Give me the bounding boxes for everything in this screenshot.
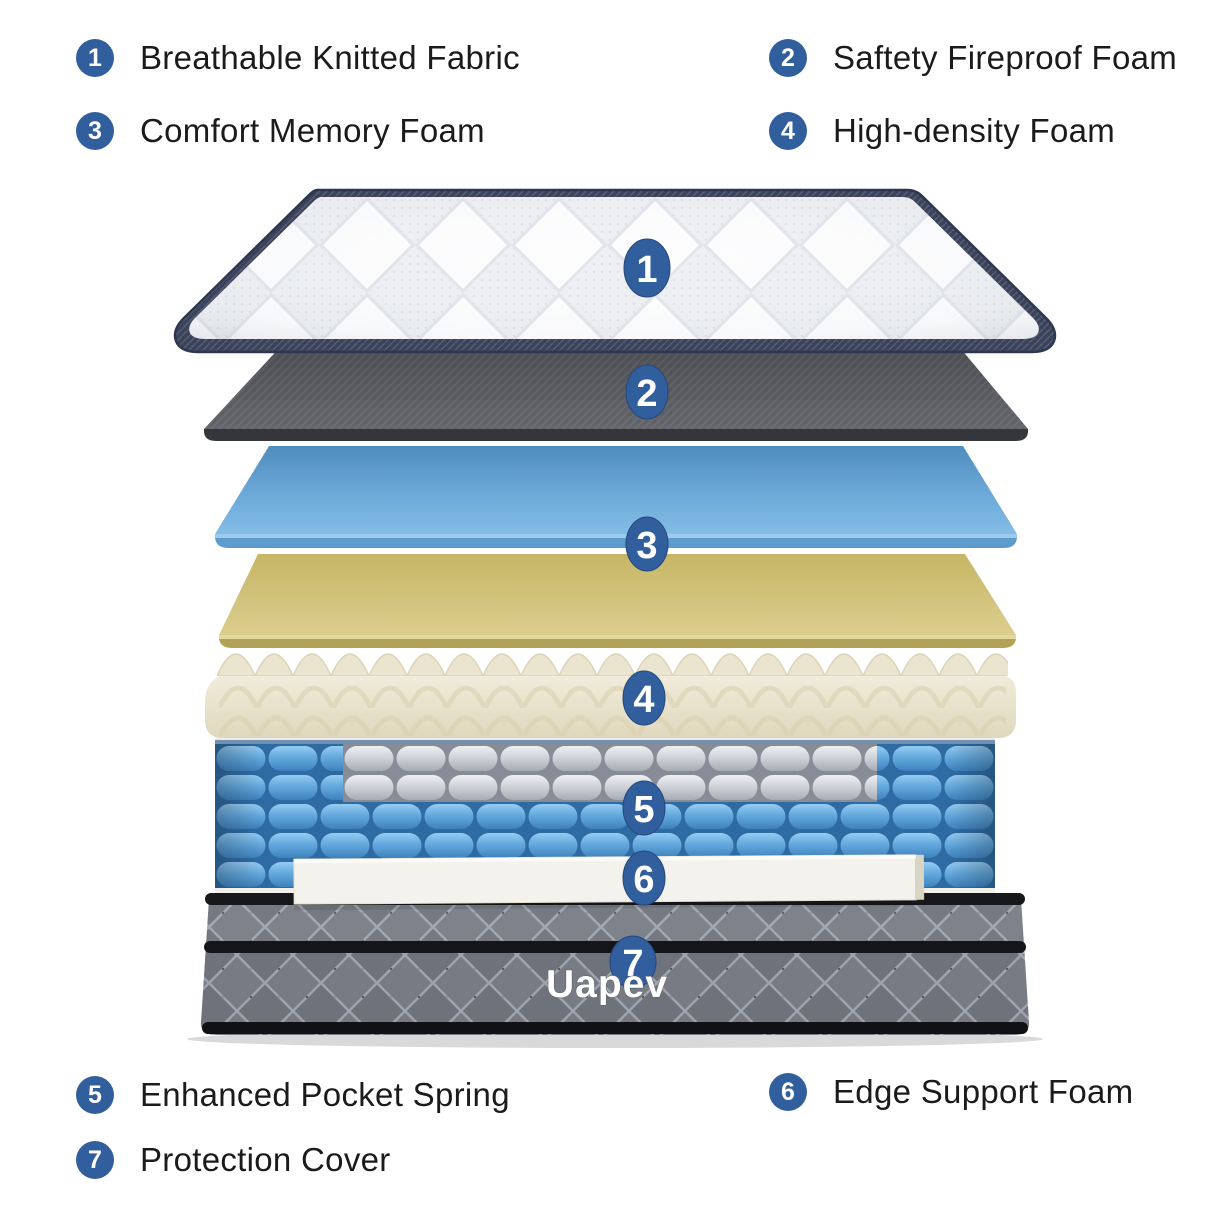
layer-number-badges: 1 2 3 4 5 6 7	[609, 238, 671, 989]
layer-5-badge	[622, 780, 666, 836]
layer-7-badge	[609, 935, 657, 989]
blue-foam-top	[215, 446, 1017, 534]
layer-6-badge	[622, 850, 666, 906]
yellow-foam-top	[219, 554, 1016, 635]
layer-4-high-density-foam	[218, 554, 1017, 648]
callout-7-label: Protection Cover	[140, 1141, 391, 1178]
callout-6-label: Edge Support Foam	[833, 1073, 1134, 1110]
callout-4-number-badge: 4	[769, 112, 807, 150]
callout-1-label: Breathable Knitted Fabric	[140, 39, 520, 76]
layer-2-fireproof-foam	[203, 343, 1029, 441]
layer-3-comfort-memory-foam	[214, 446, 1018, 548]
callout-1-number-badge: 1	[76, 39, 114, 77]
callout-3-label: Comfort Memory Foam	[140, 112, 485, 149]
callout-breathable-knitted-fabric: 1 Breathable Knitted Fabric	[76, 39, 520, 77]
layer-4-badge-number: 4	[633, 679, 654, 721]
layer-4-badge	[622, 670, 666, 726]
callout-6-number-badge: 6	[769, 1073, 807, 1111]
layer-5-badge-number: 5	[633, 789, 654, 831]
layer-1-badge-number: 1	[636, 249, 657, 291]
cover-bottom-piping	[202, 1022, 1028, 1034]
callout-enhanced-pocket-spring: 5 Enhanced Pocket Spring	[76, 1076, 510, 1114]
layer-2-badge	[625, 364, 669, 420]
layer-6-badge-number: 6	[633, 859, 654, 901]
callout-4-label: High-density Foam	[833, 112, 1116, 149]
spring-coils-gray-zone	[343, 744, 877, 802]
brand-logo: Uapev	[546, 963, 668, 1006]
layer-7-badge-number: 7	[622, 943, 643, 985]
layer-6-edge-support-foam	[293, 854, 925, 911]
layer-3-badge-number: 3	[636, 525, 657, 567]
layer-2-badge-number: 2	[636, 373, 657, 415]
callout-2-label: Saftety Fireproof Foam	[833, 39, 1178, 76]
layer-3-badge	[625, 516, 669, 572]
egg-crate-foam	[205, 648, 1016, 744]
layer-1-breathable-knitted-fabric	[173, 188, 1057, 354]
callout-3-number-badge: 3	[76, 112, 114, 150]
callout-7-number-badge: 7	[76, 1141, 114, 1179]
callout-fireproof-foam: 2 Saftety Fireproof Foam	[769, 39, 1177, 77]
callout-5-number-badge: 5	[76, 1076, 114, 1114]
callout-5-label: Enhanced Pocket Spring	[140, 1076, 510, 1113]
layer-1-badge	[623, 238, 671, 298]
callout-protection-cover: 7 Protection Cover	[76, 1141, 391, 1179]
egg-crate-bumps	[217, 648, 1008, 676]
callout-comfort-memory-foam: 3 Comfort Memory Foam	[76, 112, 485, 150]
callout-high-density-foam: 4 High-density Foam	[769, 112, 1115, 150]
callout-edge-support-foam: 6 Edge Support Foam	[769, 1073, 1133, 1111]
callout-2-number-badge: 2	[769, 39, 807, 77]
gray-foam-edge	[203, 429, 1029, 441]
